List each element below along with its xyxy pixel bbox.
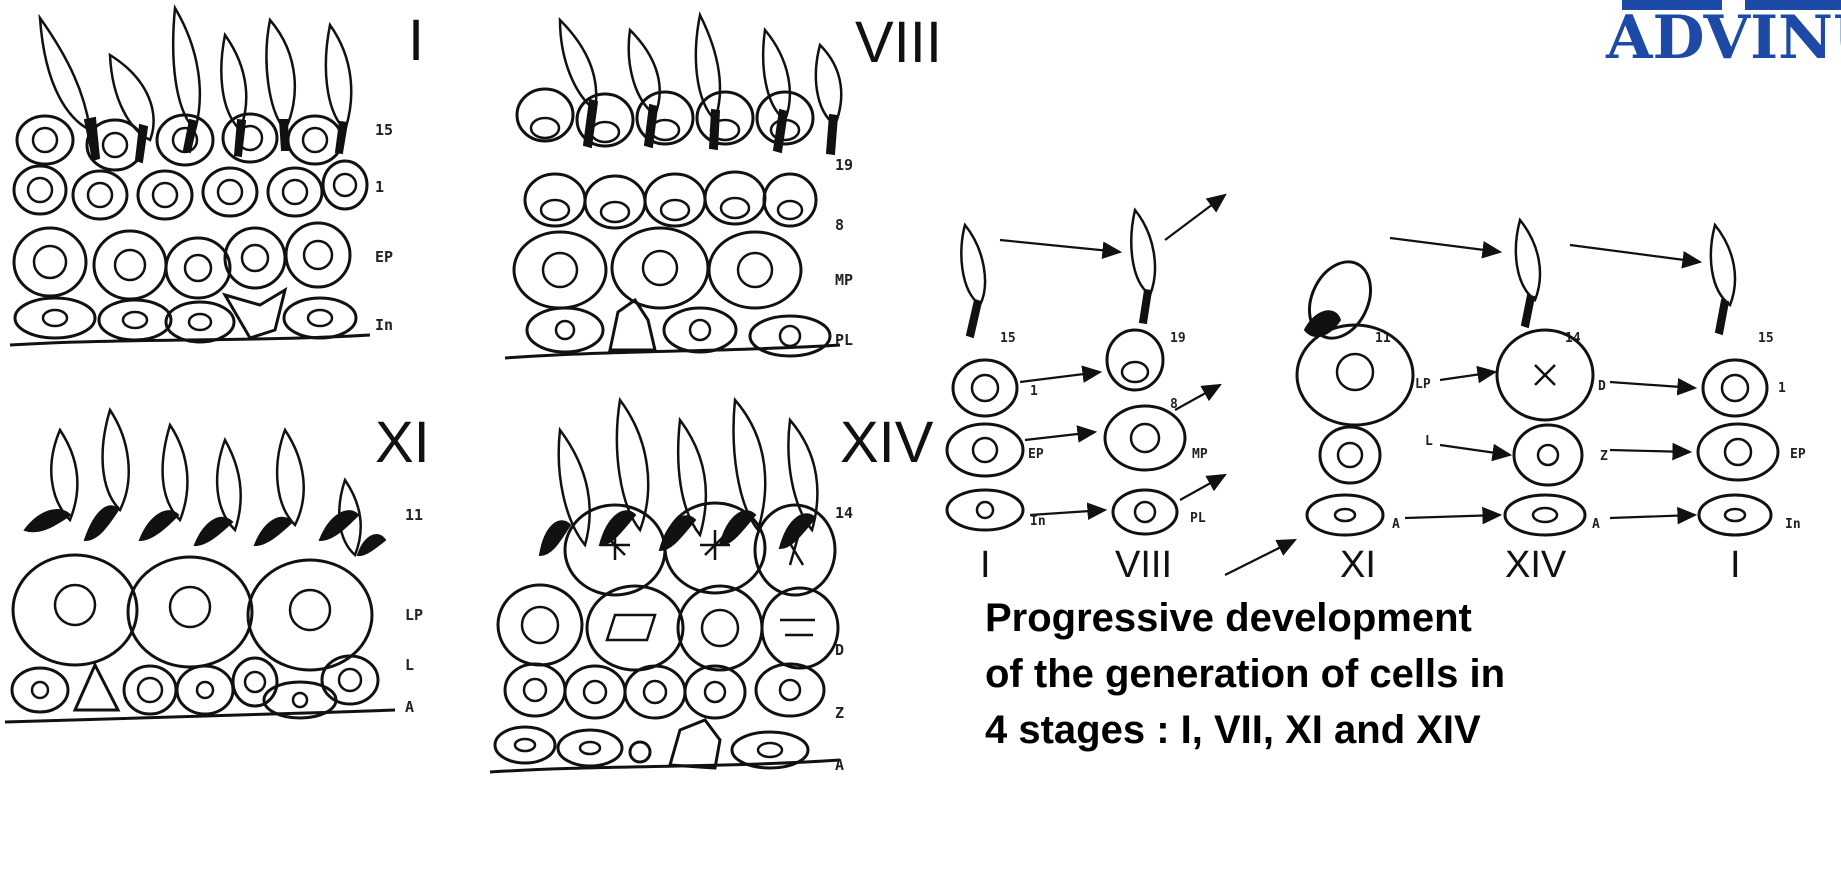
panel-stage-XI: XI 11 LP L A <box>5 410 430 722</box>
panel-I-round-spermatids <box>14 114 367 219</box>
scheme-spermatid-label-1: 15 <box>1000 331 1016 346</box>
panel-stage-I: I 15 1 EP In <box>10 8 424 345</box>
scheme-row2-label-5: EP <box>1790 447 1806 462</box>
panel-I-label-3: EP <box>375 248 393 266</box>
panel-VIII-label-2: 8 <box>835 216 844 234</box>
panel-I-spermatocytes <box>14 223 350 299</box>
panel-XI-label-3: L <box>405 656 414 674</box>
scheme-row1-label-4: D <box>1598 379 1606 394</box>
panel-XIV-stage-label: XIV <box>840 410 934 475</box>
panel-I-label-4: In <box>375 316 393 334</box>
panel-XIV-spermatogonia <box>495 664 824 768</box>
scheme-column-label-5: I <box>1730 544 1741 586</box>
caption-line-1: Progressive development <box>985 590 1805 646</box>
scheme-row2-label-1: EP <box>1028 447 1044 462</box>
panel-VIII-label-4: PL <box>835 331 853 349</box>
panel-VIII-stage-label: VIII <box>855 10 942 75</box>
panel-I-label-2: 1 <box>375 178 384 196</box>
panel-XI-spermatids <box>25 410 385 555</box>
panel-VIII-spermatocytes <box>514 228 801 308</box>
panel-XI-label-4: A <box>405 698 414 716</box>
scheme-column-label-1: I <box>980 544 991 586</box>
panel-I-stage-label: I <box>408 8 424 73</box>
panel-VIII-label-1: 19 <box>835 156 853 174</box>
panel-XIV-label-3: Z <box>835 704 844 722</box>
panel-I-spermatogonia <box>15 290 356 342</box>
scheme-column-label-3: XI <box>1340 544 1376 586</box>
brand-logo: ADVINU <box>1605 0 1841 73</box>
scheme-row1-label-1: 1 <box>1030 384 1038 399</box>
panel-XIV-spermatids <box>540 400 817 555</box>
scheme-row1-label-3: LP <box>1415 377 1431 392</box>
panel-VIII-round-spermatids <box>517 89 816 228</box>
scheme-row2-label-2: MP <box>1192 447 1208 462</box>
progression-scheme: 15 19 11 14 15 1 8 LP D 1 <box>947 195 1806 586</box>
scheme-column-label-2: VIII <box>1115 544 1172 586</box>
panel-XI-stage-label: XI <box>375 410 430 475</box>
panel-XIV-label-4: A <box>835 756 844 774</box>
panel-stage-VIII: VIII 19 8 MP PL <box>505 10 942 358</box>
panel-XI-label-1: 11 <box>405 506 423 524</box>
scheme-row3-label-3: A <box>1392 517 1400 532</box>
panel-I-label-1: 15 <box>375 121 393 139</box>
scheme-row1-label-5: 1 <box>1778 381 1786 396</box>
caption: Progressive development of the generatio… <box>985 590 1805 758</box>
scheme-spermatid-label-5: 15 <box>1758 331 1774 346</box>
scheme-column-label-4: XIV <box>1505 544 1567 586</box>
scheme-spermatid-label-2: 19 <box>1170 331 1186 346</box>
panel-stage-XIV: XIV 14 D Z A <box>490 400 934 774</box>
panel-XI-label-2: LP <box>405 606 423 624</box>
panel-VIII-label-3: MP <box>835 271 853 289</box>
scheme-row2-label-3: L <box>1425 434 1433 449</box>
scheme-row3-label-4: A <box>1592 517 1600 532</box>
scheme-row3-label-1: In <box>1030 514 1046 529</box>
scheme-row3-label-2: PL <box>1190 511 1206 526</box>
brand-text: ADVINU <box>1605 3 1841 73</box>
scheme-row-1-cells <box>953 325 1767 425</box>
caption-line-3: 4 stages : I, VII, XI and XIV <box>985 702 1805 758</box>
caption-line-2: of the generation of cells in <box>985 646 1805 702</box>
panel-XI-spermatocytes <box>13 555 372 670</box>
scheme-row-2-cells <box>947 385 1778 485</box>
scheme-row2-label-4: Z <box>1600 449 1608 464</box>
panel-XI-basement-membrane <box>5 710 395 722</box>
panel-XIV-label-1: 14 <box>835 504 853 522</box>
panel-XIV-label-2: D <box>835 641 844 659</box>
scheme-row3-label-5: In <box>1785 517 1801 532</box>
